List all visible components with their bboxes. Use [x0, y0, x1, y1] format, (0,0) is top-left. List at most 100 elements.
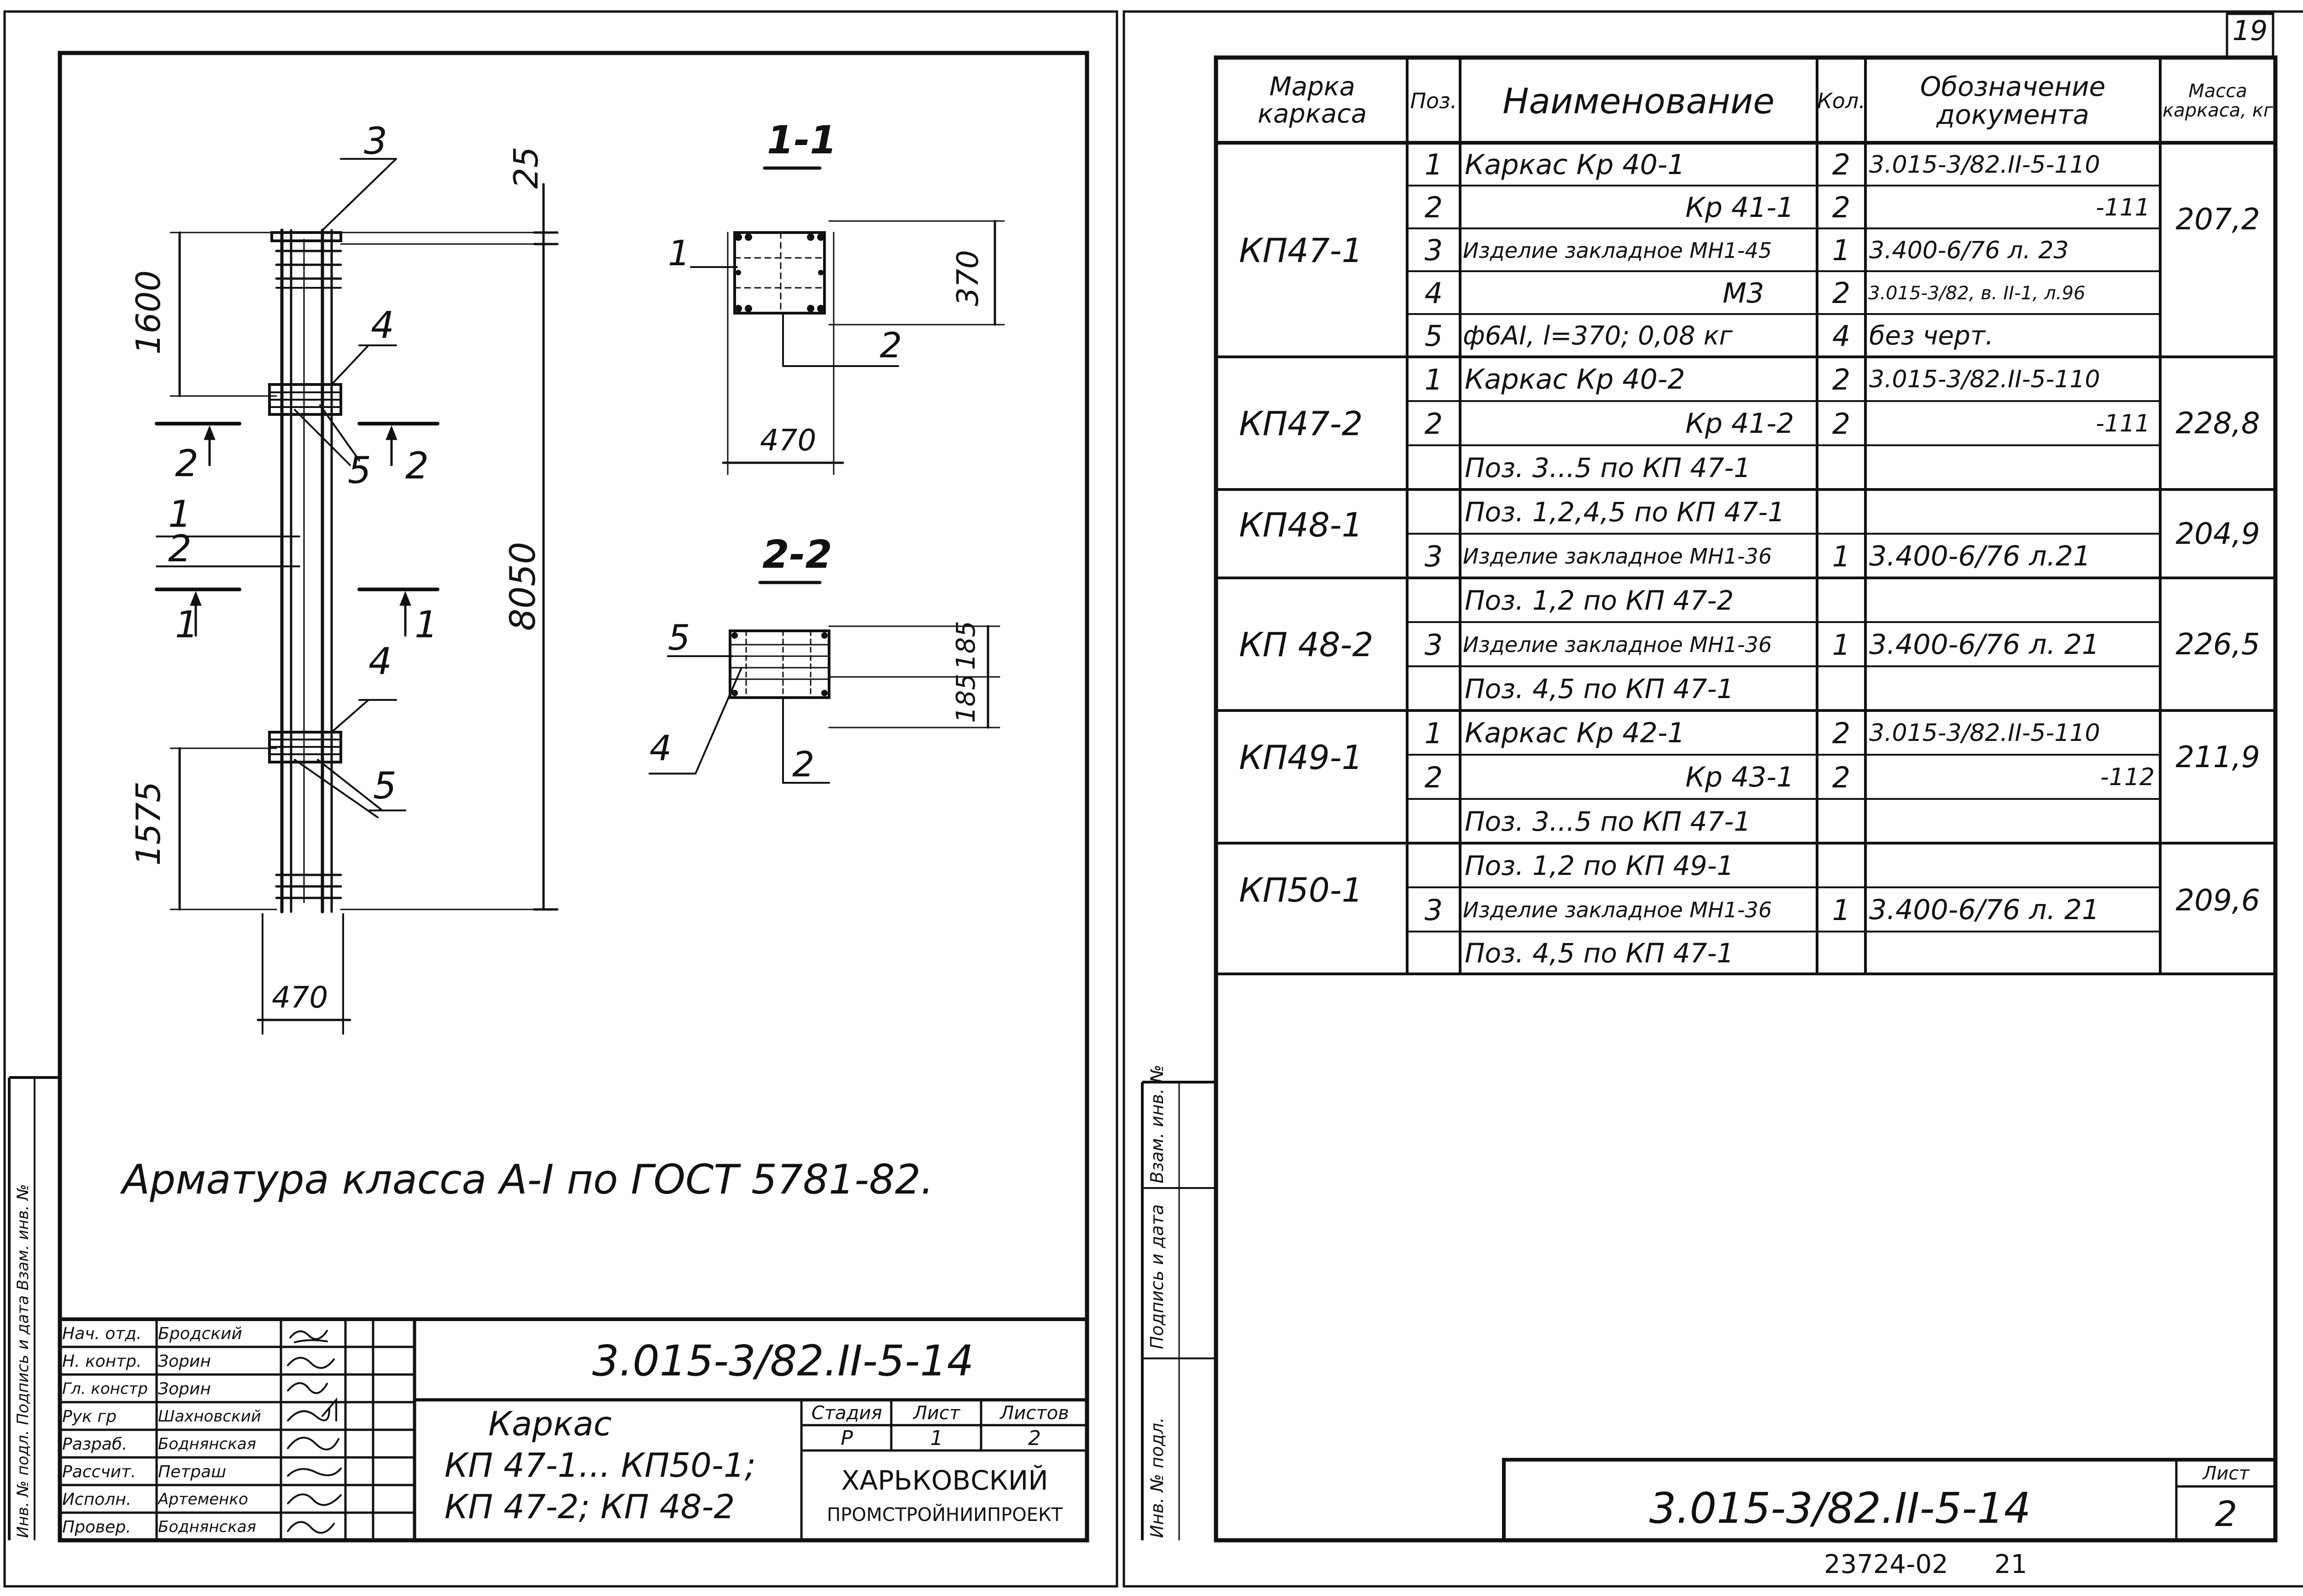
section-2-2-dim-185b: 185 — [951, 674, 981, 723]
row-0-qty: 2 — [1832, 148, 1851, 181]
row-14-pos: 2 — [1424, 760, 1443, 794]
row-7-name: Поз. 3...5 по КП 47-1 — [1465, 452, 1751, 483]
section-1-1-title: 1-1 — [767, 117, 837, 163]
mark-kp48-2: КП 48-2 — [1239, 625, 1374, 664]
right-side-stamp-2: Подпись и дата — [1147, 1204, 1167, 1349]
row-9-name: Изделие закладное МН1-36 — [1463, 544, 1772, 569]
role-7: Провер. — [62, 1517, 131, 1537]
row-2-pos: 3 — [1424, 233, 1443, 267]
stamp-sheet-value: 2 — [2215, 1493, 2238, 1534]
row-17-qty: 1 — [1832, 893, 1851, 927]
row-17-pos: 3 — [1424, 893, 1443, 927]
role-5: Рассчит. — [62, 1462, 136, 1481]
callout-pos5-bot: 5 — [373, 764, 397, 807]
mark-kp49-1: КП49-1 — [1239, 738, 1363, 777]
reinforcement-note: Арматура класса А-I по ГОСТ 5781-82. — [122, 1156, 934, 1203]
role-1: Н. контр. — [62, 1351, 142, 1371]
title-line-1: Каркас — [488, 1404, 612, 1443]
archive-number: 23724-02 — [1824, 1549, 1948, 1579]
section-1-1-label-1: 1 — [668, 233, 690, 274]
name-2: Зорин — [158, 1379, 211, 1398]
row-0-pos: 1 — [1424, 148, 1443, 181]
callout-mark2-right: 2 — [405, 444, 429, 487]
row-11-name: Изделие закладное МН1-36 — [1463, 632, 1772, 657]
right-side-stamp-3: Взам. инв. № — [1147, 1064, 1167, 1183]
mass-kp47-1: 207,2 — [2175, 203, 2260, 237]
role-2: Гл. констр — [62, 1380, 148, 1398]
name-3: Шахновский — [158, 1407, 261, 1426]
stamp-sheet-label: Лист — [2203, 1463, 2250, 1484]
callout-line1: 1 — [168, 493, 192, 536]
role-3: Рук гр — [62, 1407, 117, 1426]
row-13-qty: 2 — [1832, 716, 1851, 750]
row-17-doc: 3.400-6/76 л. 21 — [1869, 894, 2100, 926]
row-0-name: Каркас Кр 40-1 — [1465, 148, 1685, 181]
row-14-doc: -112 — [2100, 763, 2155, 791]
row-5-qty: 2 — [1832, 362, 1851, 396]
stage-value: Р — [841, 1427, 853, 1450]
row-18-name: Поз. 4,5 по КП 47-1 — [1465, 938, 1734, 969]
sheet-value: 1 — [930, 1427, 943, 1450]
row-9-doc: 3.400-6/76 л.21 — [1869, 540, 2091, 572]
row-11-doc: 3.400-6/76 л. 21 — [1869, 629, 2100, 661]
title-block-doc-code: 3.015-3/82.II-5-14 — [592, 1336, 974, 1386]
org-line-2: ПРОМСТРОЙНИИПРОЕКТ — [827, 1504, 1063, 1526]
mass-kp47-2: 228,8 — [2175, 407, 2260, 441]
row-9-pos: 3 — [1424, 539, 1443, 573]
callout-pos4-bot: 4 — [368, 640, 392, 683]
row-0-doc: 3.015-3/82.II-5-110 — [1869, 151, 2100, 179]
name-6: Артеменко — [158, 1490, 248, 1509]
row-2-name: Изделие закладное МН1-45 — [1463, 238, 1772, 263]
section-1-1-label-2: 2 — [880, 325, 902, 366]
row-3-doc: 3.015-3/82, в. II-1, л.96 — [1868, 282, 2086, 304]
row-6-doc: -111 — [2095, 410, 2150, 437]
role-6: Исполн. — [62, 1490, 132, 1509]
row-8-name: Поз. 1,2,4,5 по КП 47-1 — [1465, 496, 1785, 528]
section-1-1-dim-370: 370 — [951, 250, 985, 306]
mark-kp48-1: КП48-1 — [1239, 506, 1363, 544]
row-15-name: Поз. 3...5 по КП 47-1 — [1465, 806, 1751, 837]
header-doc: Обозначение документа — [1920, 71, 2106, 130]
row-17-name: Изделие закладное МН1-36 — [1463, 897, 1772, 922]
row-11-qty: 1 — [1832, 628, 1851, 662]
dim-8050: 8050 — [502, 542, 543, 631]
mark-kp47-1: КП47-1 — [1239, 231, 1363, 270]
row-5-doc: 3.015-3/82.II-5-110 — [1869, 366, 2100, 393]
row-13-pos: 1 — [1424, 716, 1443, 750]
name-7: Боднянская — [158, 1518, 257, 1536]
row-14-name: Кр 43-1 — [1685, 761, 1794, 793]
dim-25: 25 — [507, 146, 545, 189]
section-2-2-label-5: 5 — [668, 617, 690, 658]
sheet-label: Лист — [913, 1402, 960, 1424]
org-line-1: ХАРЬКОВСКИЙ — [841, 1465, 1048, 1496]
header-pos: Поз. — [1410, 88, 1457, 113]
row-1-doc: -111 — [2095, 193, 2150, 221]
dim-470-bottom: 470 — [272, 981, 328, 1015]
row-13-name: Каркас Кр 42-1 — [1465, 717, 1685, 749]
sheets-value: 2 — [1028, 1427, 1041, 1450]
row-11-pos: 3 — [1424, 628, 1443, 662]
callout-mark1-right: 1 — [415, 603, 438, 646]
sheet-number: 19 — [2232, 15, 2268, 47]
section-1-1-dim-470: 470 — [760, 424, 817, 458]
row-2-doc: 3.400-6/76 л. 23 — [1869, 236, 2069, 264]
role-0: Нач. отд. — [62, 1324, 142, 1343]
role-4: Разраб. — [62, 1434, 128, 1454]
header-qty: Кол. — [1818, 88, 1865, 113]
row-14-qty: 2 — [1832, 760, 1851, 794]
dim-1575: 1575 — [129, 781, 168, 866]
header-mark: Марка каркаса — [1257, 72, 1367, 129]
archive-page: 21 — [1994, 1549, 2028, 1579]
row-12-name: Поз. 4,5 по КП 47-1 — [1465, 673, 1734, 705]
row-2-qty: 1 — [1832, 233, 1851, 267]
dim-1600: 1600 — [129, 270, 168, 355]
name-5: Петраш — [158, 1462, 227, 1481]
callout-pos3: 3 — [364, 120, 387, 163]
row-6-qty: 2 — [1832, 407, 1851, 441]
row-5-name: Каркас Кр 40-2 — [1465, 363, 1685, 396]
row-3-pos: 4 — [1424, 276, 1443, 310]
row-6-name: Кр 41-2 — [1685, 408, 1794, 440]
right-side-stamp-1: Инв. № подл. — [1147, 1417, 1167, 1538]
row-3-qty: 2 — [1832, 276, 1851, 310]
